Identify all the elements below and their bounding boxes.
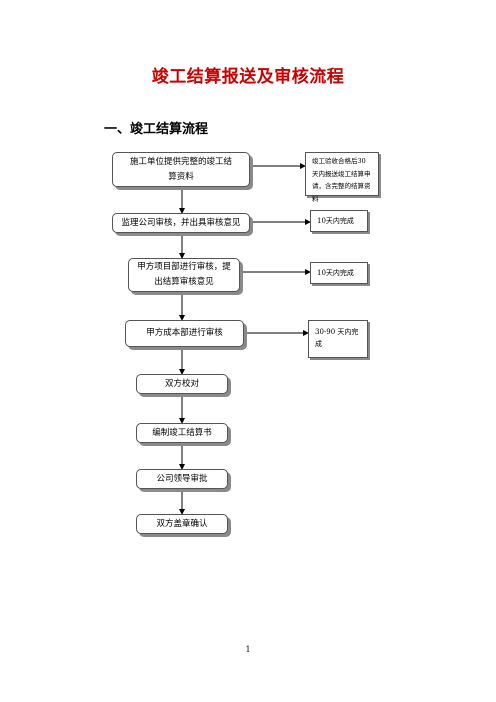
step-3-label: 甲方项目部进行审核，提出结算审核意见 [137,262,231,287]
note-4: 30-90 天内完成 [308,320,368,358]
step-8-label: 双方盖章确认 [156,518,208,529]
step-1-box: 施工单位提供完整的竣工结算资料 [112,152,250,187]
step-2-label: 监理公司审核，并出具审核意见 [121,217,241,228]
step-5-box: 双方校对 [136,374,228,394]
step-1-label: 施工单位提供完整的竣工结算资料 [129,156,232,182]
step-6-label: 编制竣工结算书 [152,427,212,438]
step-2-box: 监理公司审核，并出具审核意见 [112,213,250,233]
note-2-text: 10天内完成 [317,217,354,225]
step-4-label: 甲方成本部进行审核 [146,328,223,338]
step-5-label: 双方校对 [164,378,199,389]
page-title: 竣工结算报送及审核流程 [151,67,345,87]
note-1-text: 竣工验收合格后30天内报送竣工结算申请，含完整的结算资料 [312,157,371,203]
step-3-box: 甲方项目部进行审核，提出结算审核意见 [128,258,240,292]
step-6-box: 编制竣工结算书 [136,423,228,443]
step-7-box: 公司领导审批 [136,469,228,489]
step-7-label: 公司领导审批 [156,473,208,484]
note-2: 10天内完成 [310,210,368,232]
step-4-box: 甲方成本部进行审核 [125,320,244,347]
section-heading: 一、竣工结算流程 [104,122,209,137]
page-number: 1 [245,645,251,654]
step-8-box: 双方盖章确认 [136,514,228,534]
note-3-text: 10天内完成 [317,269,354,277]
note-3: 10天内完成 [310,262,368,284]
note-1: 竣工验收合格后30天内报送竣工结算申请，含完整的结算资料 [305,152,379,203]
note-4-text: 30-90 天内完成 [315,328,359,348]
